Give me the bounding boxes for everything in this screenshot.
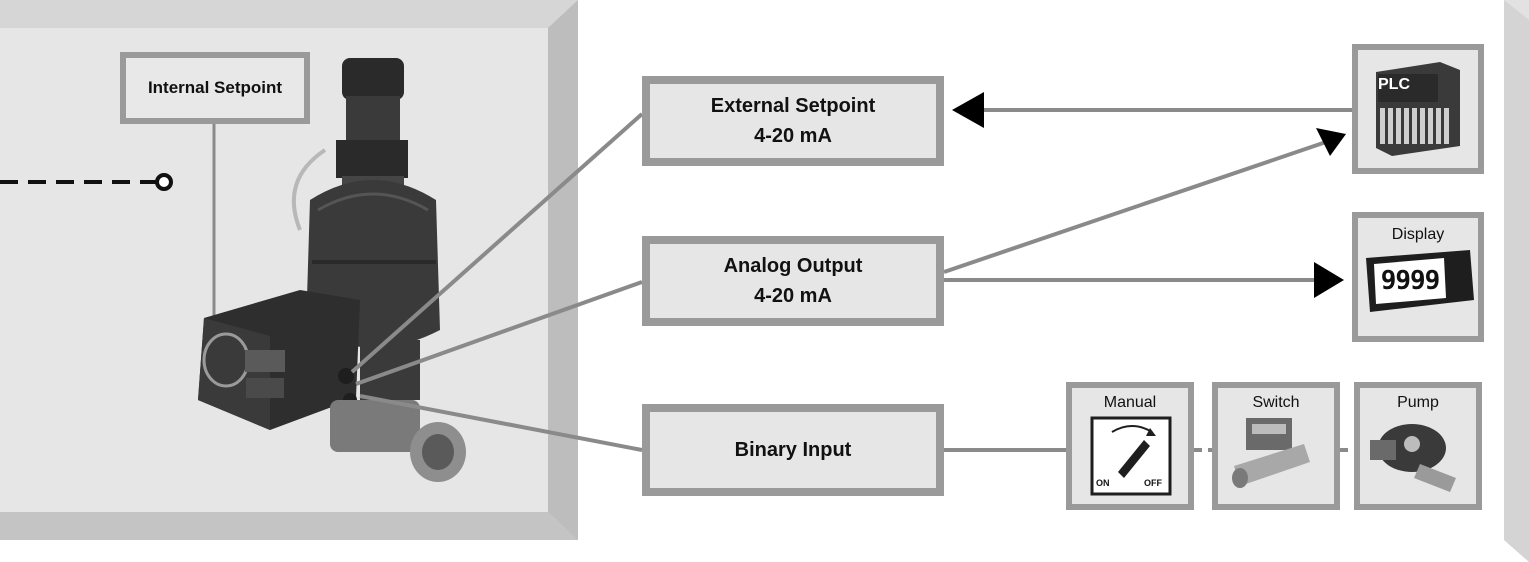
binary-input-label: Binary Input — [650, 412, 936, 488]
internal-setpoint-label: Internal Setpoint — [126, 58, 304, 118]
binary-input-text: Binary Input — [734, 439, 852, 461]
valve-device-illustration — [198, 58, 466, 482]
manual-device — [1066, 382, 1194, 510]
valve-connectors — [350, 112, 644, 452]
external-setpoint-box — [642, 76, 944, 166]
internal-setpoint-text: Internal Setpoint — [147, 78, 283, 98]
display-device — [1352, 212, 1484, 342]
manual-label: Manual — [1103, 394, 1157, 411]
external-setpoint-line2: 4-20 mA — [754, 125, 832, 147]
plc-device — [1352, 44, 1484, 174]
external-setpoint-line1: External Setpoint — [710, 95, 876, 117]
pump-label: Pump — [1397, 394, 1439, 411]
dashed-signal-line — [0, 173, 173, 191]
plc-to-external-arrow — [952, 92, 1352, 128]
manual-on-label: ON — [1096, 478, 1110, 488]
display-label: Display — [1391, 226, 1445, 243]
analog-output-box — [642, 236, 944, 326]
display-digits: 9999 — [1380, 266, 1441, 296]
analog-output-label: Analog Output 4-20 mA — [650, 244, 936, 318]
switch-label: Switch — [1252, 394, 1300, 411]
switch-device — [1212, 382, 1340, 510]
pump-device — [1354, 382, 1482, 510]
analog-output-line1: Analog Output — [723, 255, 863, 277]
analog-to-plc-arrow — [943, 128, 1346, 274]
right-bevel — [1504, 0, 1529, 562]
binary-input-box — [642, 404, 944, 496]
analog-to-display-arrow — [944, 262, 1344, 298]
external-setpoint-label: External Setpoint 4-20 mA — [650, 84, 936, 158]
plc-label: PLC — [1378, 76, 1410, 93]
internal-setpoint-box — [120, 52, 310, 124]
manual-off-label: OFF — [1144, 478, 1162, 488]
analog-output-line2: 4-20 mA — [754, 285, 832, 307]
